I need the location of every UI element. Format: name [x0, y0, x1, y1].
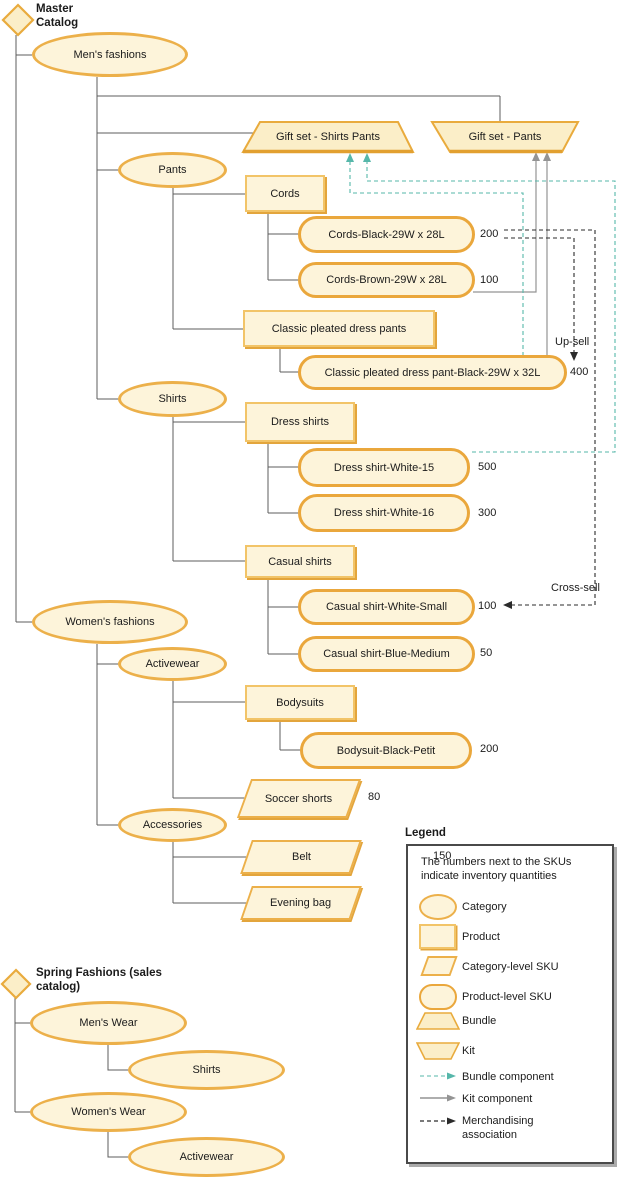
bundle-component-arrows: [349, 160, 616, 453]
bundle-arrowhead: [346, 153, 354, 162]
tree-connectors: [14, 35, 501, 1158]
category-activewear: Activewear: [118, 647, 227, 681]
sku-belt-label: Belt: [291, 851, 311, 863]
legend-kit-component-label: Kit component: [462, 1093, 533, 1105]
cross-sell-label: Cross-sell: [551, 582, 600, 594]
qty-bodysuit: 200: [480, 743, 499, 755]
legend-bundle-component-icon: [420, 1072, 456, 1080]
legend-bundle-component-label: Bundle component: [462, 1071, 554, 1083]
legend-product-icon: [419, 924, 456, 949]
qty-cords-black: 200: [480, 228, 499, 240]
product-cords: Cords: [245, 175, 325, 212]
category-accessories: Accessories: [118, 808, 227, 842]
legend-merchandising-label: Merchandising association: [462, 1115, 534, 1141]
qty-casual-white-small: 100: [478, 600, 497, 612]
sales-category-womens-wear: Women's Wear: [30, 1092, 187, 1132]
bundle-arrowhead: [363, 153, 371, 162]
sales-category-shirts: Shirts: [128, 1050, 285, 1090]
kit-arrowhead: [543, 152, 551, 161]
sales-category-activewear: Activewear: [128, 1137, 285, 1177]
legend-product-label: Product: [462, 931, 500, 943]
legend-note: The numbers next to the SKUs indicate in…: [421, 856, 572, 882]
product-classic-pleated-dress-pants: Classic pleated dress pants: [243, 310, 435, 347]
product-bodysuits: Bodysuits: [245, 685, 355, 720]
legend-kit-icon: [416, 1042, 460, 1060]
sku-dress-shirt-white-16: Dress shirt-White-16: [298, 494, 470, 532]
sku-soccer-shorts-label: Soccer shorts: [265, 792, 333, 805]
category-pants: Pants: [118, 152, 227, 188]
sku-cords-black: Cords-Black-29W x 28L: [298, 216, 475, 253]
legend-kit-component-icon: [420, 1094, 456, 1102]
qty-classic-pleated: 400: [570, 366, 589, 378]
sku-cords-brown: Cords-Brown-29W x 28L: [298, 262, 475, 298]
qty-dress-shirt-16: 300: [478, 507, 497, 519]
legend-merchandising-icon: [420, 1117, 456, 1125]
bundle-gift-set-shirts-pants: Gift set - Shirts Pants: [276, 130, 380, 143]
legend-title: Legend: [405, 827, 446, 839]
category-mens-fashions: Men's fashions: [32, 32, 188, 77]
sku-evening-bag-label: Evening bag: [270, 897, 332, 909]
qty-cords-brown: 100: [480, 274, 499, 286]
sales-category-mens-wear: Men's Wear: [30, 1001, 187, 1045]
merchandising-arrows: [504, 229, 596, 606]
sku-bodysuit-black-petit: Bodysuit-Black-Petit: [300, 732, 472, 769]
category-womens-fashions: Women's fashions: [32, 600, 188, 644]
legend-product-sku-icon: [419, 984, 457, 1010]
kit-arrowhead: [532, 152, 540, 161]
qty-dress-shirt-15: 500: [478, 461, 497, 473]
sku-dress-shirt-white-15: Dress shirt-White-15: [298, 448, 470, 487]
legend-product-sku-label: Product-level SKU: [462, 991, 552, 1003]
sku-soccer-shorts: Soccer shorts: [236, 779, 362, 818]
legend-kit-label: Kit: [462, 1045, 475, 1057]
master-catalog-title: Master Catalog: [36, 3, 79, 29]
legend-bundle-icon: [416, 1012, 460, 1030]
cross-sell-arrowhead: [503, 601, 512, 609]
sku-casual-shirt-blue-medium: Casual shirt-Blue-Medium: [298, 636, 475, 672]
product-dress-shirts: Dress shirts: [245, 402, 355, 442]
product-casual-shirts: Casual shirts: [245, 545, 355, 578]
kit-gift-set-pants: Gift set - Pants: [468, 130, 542, 143]
legend-category-label: Category: [462, 901, 507, 913]
category-shirts: Shirts: [118, 381, 227, 417]
up-sell-label: Up-sell: [555, 336, 590, 348]
kit-component-arrows: [473, 159, 548, 357]
sales-catalog-icon: [0, 968, 32, 1000]
legend-category-icon: [419, 894, 457, 920]
sku-evening-bag: Evening bag: [240, 886, 362, 920]
sku-belt: Belt: [240, 840, 362, 874]
qty-belt: 150: [433, 850, 452, 862]
sales-catalog-title: Spring Fashions (sales catalog): [36, 967, 162, 993]
legend-bundle-label: Bundle: [462, 1015, 497, 1027]
legend-category-sku-label: Category-level SKU: [462, 961, 559, 973]
qty-casual-blue-medium: 50: [480, 647, 493, 659]
sku-classic-pleated-dress-pant: Classic pleated dress pant-Black-29W x 3…: [298, 355, 567, 390]
sku-casual-shirt-white-small: Casual shirt-White-Small: [298, 589, 475, 625]
master-catalog-icon: [1, 3, 35, 37]
up-sell-arrowhead: [570, 352, 578, 361]
qty-soccer-shorts: 80: [368, 791, 381, 803]
